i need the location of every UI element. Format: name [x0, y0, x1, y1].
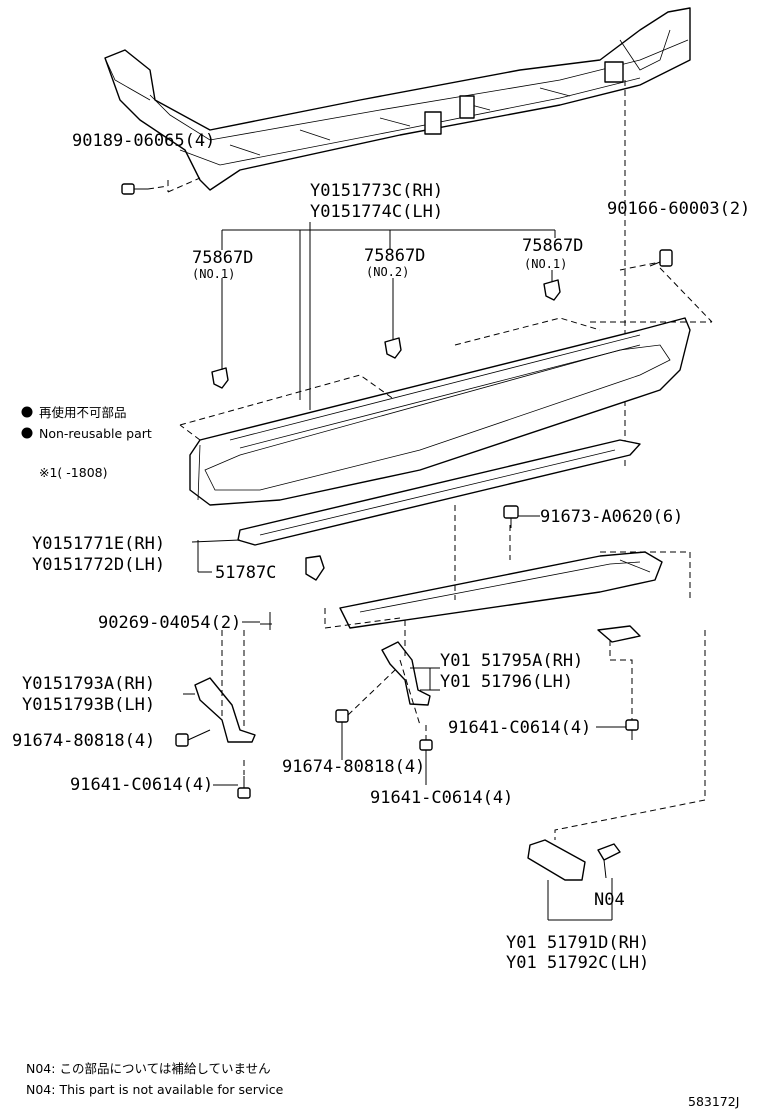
label-75867d-center-sub: (NO.2) [366, 265, 409, 279]
label-91641-center: 91641-C0614(4) [370, 788, 513, 808]
label-51787c: 51787C [215, 563, 276, 583]
legend-non-reusable-jp: 再使用不可部品 [39, 405, 127, 420]
clip-75867d-no2-icon [384, 337, 402, 359]
diagram-code: 583172J [688, 1094, 739, 1109]
step-frame [339, 551, 663, 629]
clip-75867d-no1-right-icon [543, 279, 561, 301]
pin-90269-icon [260, 612, 272, 630]
footer-note-en: N04: This part is not available for serv… [26, 1082, 284, 1097]
label-y0151793b: Y0151793B(LH) [22, 695, 155, 715]
clip-n04-icon [597, 843, 621, 879]
legend-non-reusable-en: Non-reusable part [39, 426, 152, 441]
bolt-91641-center-icon [419, 739, 433, 785]
bolt-91673-icon [503, 505, 519, 528]
label-90166: 90166-60003(2) [607, 199, 750, 219]
label-y0151796: Y01 51796(LH) [440, 672, 573, 692]
stopper-pad [597, 625, 641, 643]
bracket-left [194, 677, 256, 743]
label-75867d-center: 75867D [364, 246, 425, 266]
bolt-91641-right-icon [625, 719, 639, 740]
end-cap [527, 839, 586, 881]
label-91674-left: 91674-80818(4) [12, 731, 155, 751]
label-90189: 90189-06065(4) [72, 131, 215, 151]
label-n04: N04 [594, 890, 625, 910]
label-y0151795a: Y01 51795A(RH) [440, 651, 583, 671]
bolt-90166-icon [649, 249, 673, 267]
label-y0151791d: Y01 51791D(RH) [506, 933, 649, 953]
bolt-90189-icon [121, 183, 148, 195]
label-y0151774c: Y0151774C(LH) [310, 202, 443, 222]
clip-75867d-no1-left-icon [211, 367, 229, 389]
clip-51787c-icon [305, 555, 325, 581]
bolt-91641-left-icon [237, 776, 251, 799]
bolt-91674-left-icon [175, 729, 211, 747]
label-75867d-right-sub: (NO.1) [524, 257, 567, 271]
label-y0151772d: Y0151772D(LH) [32, 555, 165, 575]
legend-note-1: ※1( -1808) [39, 465, 107, 480]
label-90269: 90269-04054(2) [98, 613, 241, 633]
label-y0151792c: Y01 51792C(LH) [506, 953, 649, 973]
step-cover [189, 317, 691, 506]
bracket-right [381, 641, 431, 706]
non-reusable-bullet-icon [21, 406, 33, 418]
label-75867d-right: 75867D [522, 236, 583, 256]
label-y0151771e: Y0151771E(RH) [32, 534, 165, 554]
label-91674-center: 91674-80818(4) [282, 757, 425, 777]
label-75867d-left-sub: (NO.1) [192, 267, 235, 281]
label-75867d-left: 75867D [192, 248, 253, 268]
label-91673: 91673-A0620(6) [540, 507, 683, 527]
label-y0151773c: Y0151773C(RH) [310, 181, 443, 201]
label-y0151793a: Y0151793A(RH) [22, 674, 155, 694]
footer-note-jp: N04: この部品については補給していません [26, 1061, 271, 1076]
frame-member [104, 7, 691, 191]
label-91641-right: 91641-C0614(4) [448, 718, 591, 738]
non-reusable-bullet-icon [21, 427, 33, 439]
bolt-91674-right-icon [335, 709, 349, 760]
label-91641-left: 91641-C0614(4) [70, 775, 213, 795]
